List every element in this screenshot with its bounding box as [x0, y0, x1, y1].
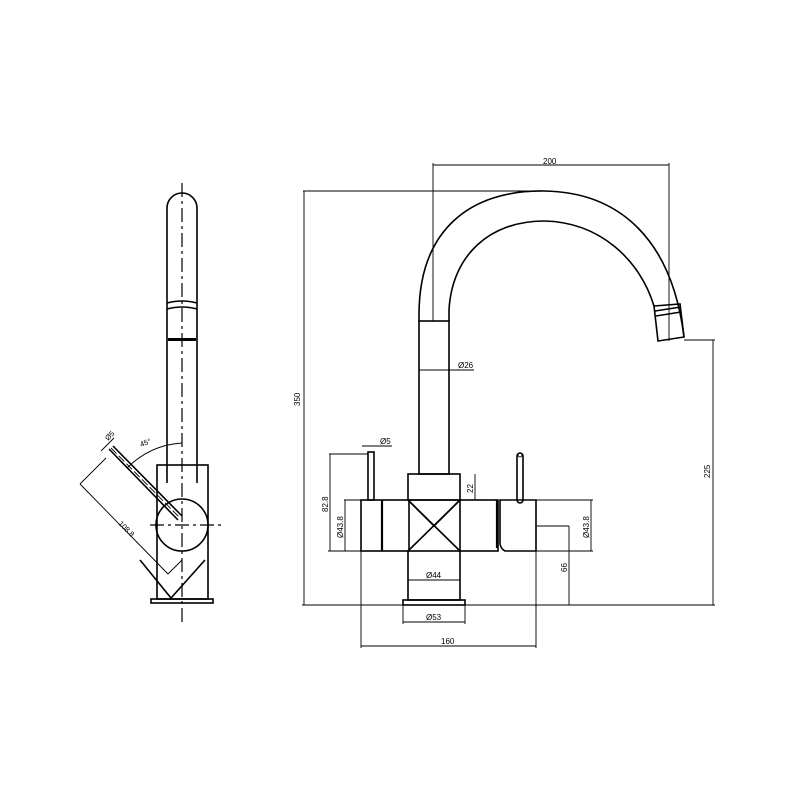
side-spout-tube — [166, 192, 198, 483]
lever-diameter-label: Ø5 — [380, 437, 391, 446]
side-handle-dia-label: Ø5 — [103, 429, 116, 442]
base-diameter-label: Ø53 — [426, 613, 442, 622]
left-body-cylinder — [360, 499, 410, 552]
right-body-cylinder — [459, 499, 499, 552]
right-body-diameter-label: Ø43.8 — [582, 516, 591, 538]
side-angle-label: 45° — [139, 437, 153, 449]
side-lower-v — [139, 559, 206, 600]
side-handle-center — [110, 447, 181, 519]
body-collar — [407, 473, 461, 501]
body-x-diag-2 — [407, 499, 461, 552]
side-length-label: 108.8 — [117, 519, 137, 539]
side-base-plate — [150, 598, 214, 604]
spout-inner-arc — [448, 220, 655, 321]
overall-width-label: 160 — [441, 637, 455, 646]
right-lever — [516, 452, 524, 504]
side-handle-dia-leader — [100, 437, 115, 452]
spout-tip-ring-1 — [654, 306, 682, 312]
left-handle-height-label: 82.8 — [321, 496, 330, 512]
spout-tip-ring-2 — [655, 311, 682, 317]
right-body-height-label: 66 — [560, 563, 569, 572]
side-length-dim-line — [79, 483, 169, 575]
spout-reach-label: 200 — [543, 157, 557, 166]
spout-tip — [653, 303, 685, 342]
front-base-plate — [402, 599, 466, 606]
left-body-diameter-label: Ø43.8 — [336, 516, 345, 538]
side-handle-edge-2 — [112, 445, 183, 517]
collar-height-label: 22 — [466, 484, 475, 493]
side-length-ext-2 — [167, 559, 183, 575]
side-aerator-ring-top — [166, 300, 198, 304]
side-view: 45° Ø5 108.8 — [79, 183, 222, 622]
side-aerator-band — [168, 338, 196, 341]
spout-outer-arc — [418, 190, 685, 338]
spout-column — [418, 320, 450, 475]
side-aerator-ring-bottom — [166, 306, 198, 310]
side-angle-arc — [126, 442, 183, 469]
side-handle-edge-1 — [108, 448, 179, 521]
outlet-height-label: 225 — [703, 464, 712, 478]
body-x-top — [406, 499, 462, 528]
spout-diameter-label: Ø26 — [458, 361, 474, 370]
column-diameter-label: Ø44 — [426, 571, 442, 580]
total-height-label: 350 — [293, 392, 302, 406]
side-length-ext-1 — [79, 457, 107, 485]
right-lever-tip — [517, 452, 523, 458]
left-lever — [367, 451, 375, 501]
right-handle-hub — [499, 499, 537, 552]
front-view: Ø44 200 350 225 Ø26 Ø5 82.8 — [293, 157, 715, 648]
